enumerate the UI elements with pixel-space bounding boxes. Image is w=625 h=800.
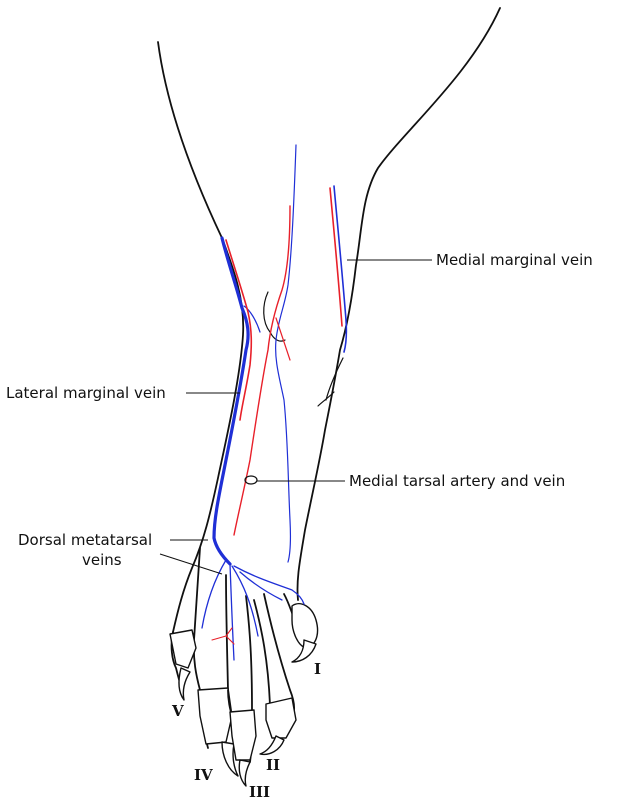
digit-iii-pad (229, 709, 257, 761)
digit-v-pad (169, 629, 197, 669)
paw-outline (169, 547, 319, 787)
digit-iv-claw (221, 741, 239, 777)
medial-marginal-vein-path (333, 185, 348, 353)
digit-ii-left-edge (253, 599, 271, 706)
leader-lines (159, 259, 432, 575)
digit-label-ii: II (266, 756, 280, 774)
veins (201, 144, 348, 661)
leader-dorsal-metatarsal-2 (159, 553, 223, 575)
dorsal-metatarsal-vein-1 (201, 559, 227, 629)
lateral-marginal-vein-path (212, 236, 250, 566)
digit-i-pad (291, 602, 319, 649)
label-dorsal-metatarsal-veins-2: veins (82, 551, 122, 569)
hock-crease (325, 357, 344, 401)
labels: Medial marginal vein Lateral marginal ve… (6, 251, 593, 569)
medial-tarsal-vein-path (275, 144, 297, 563)
digit-numerals: I II III IV V (171, 660, 321, 800)
digit-v-claw (178, 667, 191, 701)
digit-ii-claw (259, 735, 285, 756)
digit-ii-pad (265, 697, 297, 739)
digit-label-iii: III (249, 783, 270, 800)
medial-marginal-artery-path (329, 187, 343, 327)
dorsal-metatarsal-vein-5 (239, 571, 283, 601)
artery-joint-branch (275, 317, 291, 361)
digit-iv-pad (197, 687, 233, 745)
dorsal-metatarsal-vein-4 (233, 565, 305, 605)
dorsal-metatarsal-vein-2 (229, 563, 235, 661)
digit-label-v: V (171, 702, 184, 720)
label-lateral-marginal-vein: Lateral marginal vein (6, 384, 166, 402)
dorsal-metatarsal-vein-3 (231, 565, 259, 637)
digit-iii-claw (238, 759, 251, 787)
vein-joint-branch (243, 305, 261, 333)
limb-outline (157, 7, 501, 633)
digit-label-i: I (314, 660, 321, 678)
paw-artery-branch (211, 627, 235, 645)
lateral-limb-edge (157, 41, 245, 633)
label-medial-marginal-vein: Medial marginal vein (436, 251, 593, 269)
hock-crease-2 (317, 391, 335, 407)
lateral-artery-path (225, 239, 253, 421)
digit-label-iv: IV (194, 766, 213, 784)
medial-tarsal-marker (244, 475, 258, 485)
label-medial-tarsal-artery-and-vein: Medial tarsal artery and vein (349, 472, 565, 490)
label-dorsal-metatarsal-veins-1: Dorsal metatarsal (18, 531, 152, 549)
medial-limb-edge (296, 7, 501, 601)
digit-v-inner-edge (192, 547, 201, 691)
digit-i-claw (291, 639, 317, 663)
